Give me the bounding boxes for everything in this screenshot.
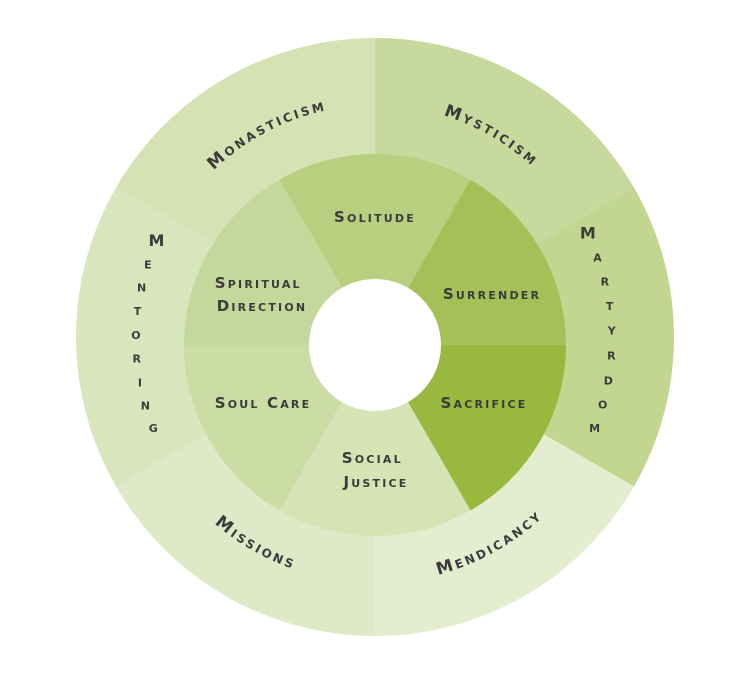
inner-label-spiritual-direction: Spiritual Direction [215, 274, 309, 315]
inner-sector-social-justice [279, 396, 471, 536]
inner-label-social-justice: Social Justice [342, 449, 410, 491]
inner-label-solitude: Solitude [334, 208, 416, 226]
inner-label-surrender: Surrender [443, 285, 541, 303]
outer-sector-missions [116, 412, 375, 636]
inner-sector-surrender [405, 179, 566, 345]
center-hole [309, 279, 441, 411]
inner-label-soul-care: Soul Care [215, 394, 312, 412]
inner-ring [184, 154, 566, 536]
inner-sector-sacrifice [405, 345, 566, 511]
outer-sector-mendicancy [375, 412, 634, 636]
inner-label-sacrifice: Sacrifice [441, 394, 528, 412]
inner-sector-solitude [279, 154, 471, 294]
inner-sector-spiritual-direction [184, 179, 345, 345]
outer-sector-mysticism [375, 38, 634, 262]
outer-sector-monasticism [116, 37, 375, 263]
inner-sector-soul-care [184, 345, 345, 511]
